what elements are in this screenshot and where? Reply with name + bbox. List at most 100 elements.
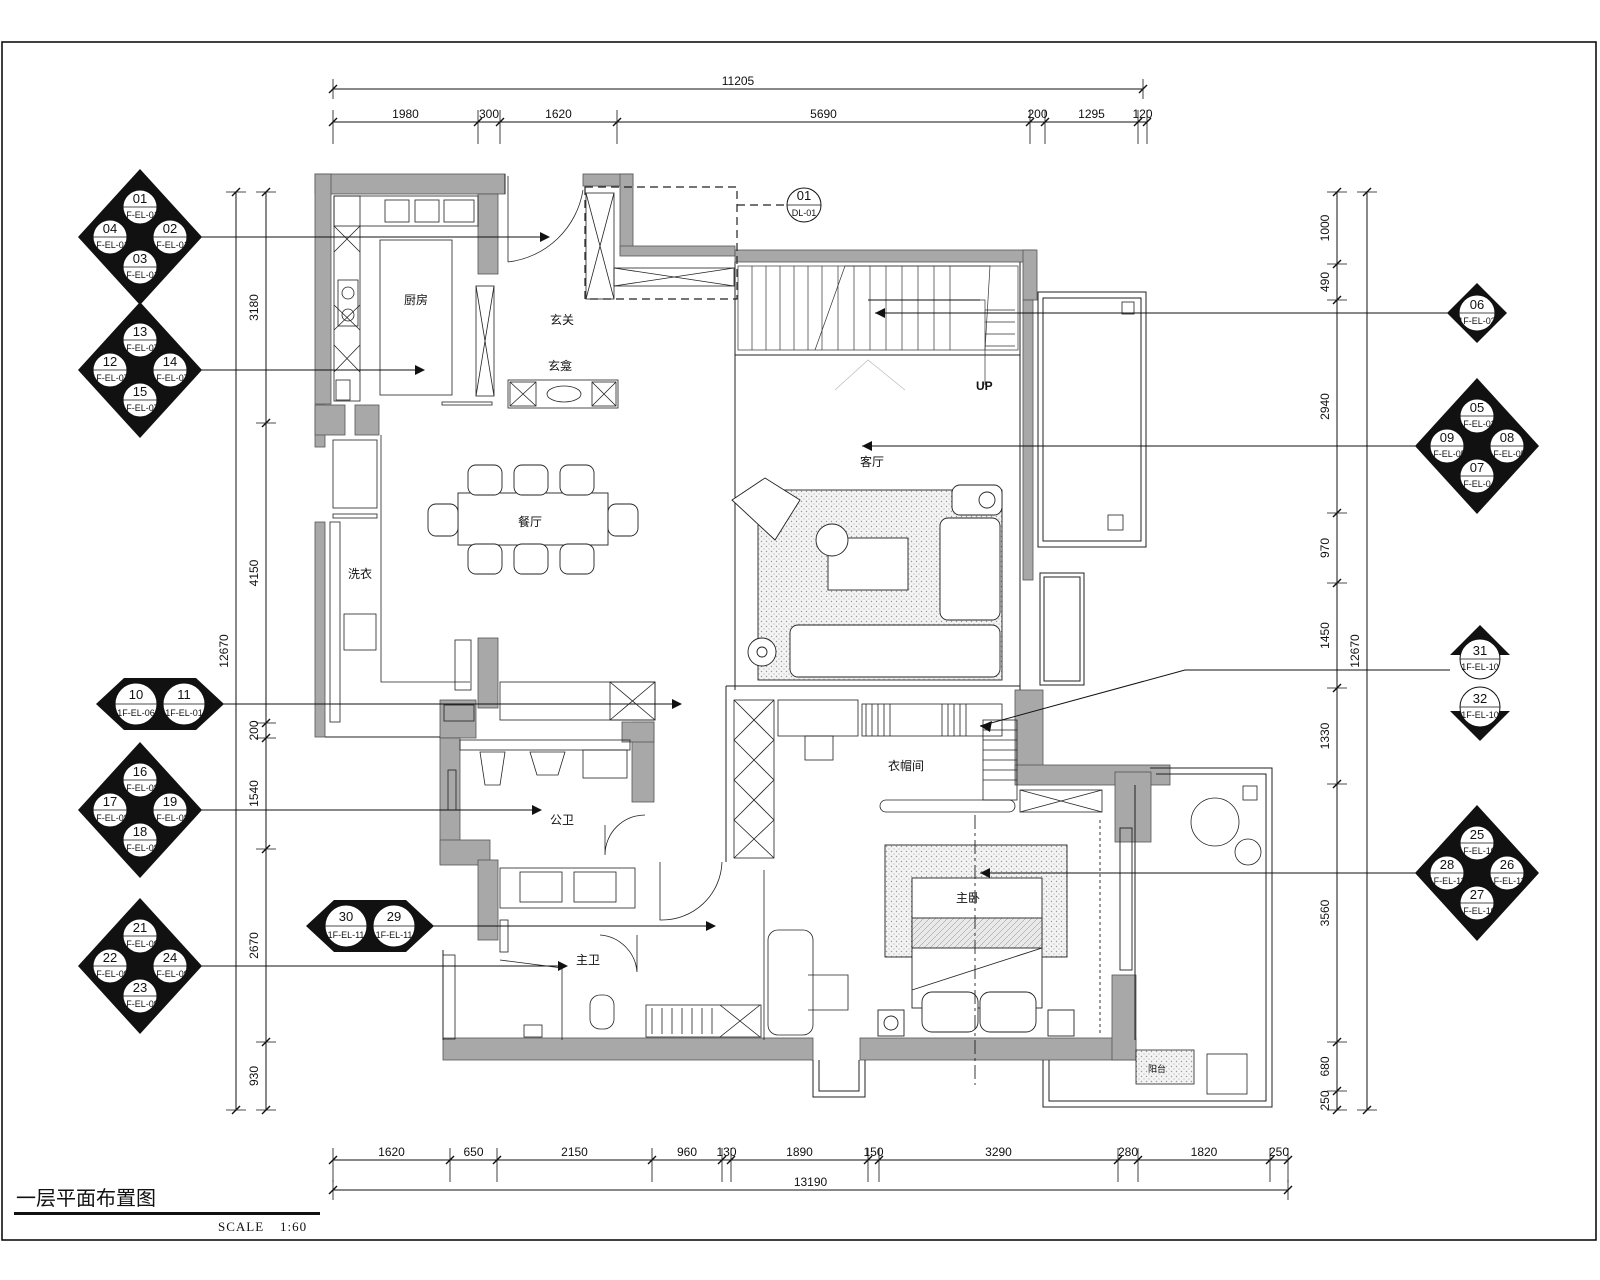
tag-ref: 1F-EL-08	[121, 843, 159, 853]
corridor-door	[659, 861, 849, 1040]
bottom-dim-label: 280	[1118, 1145, 1138, 1159]
right-total-dim-label: 12670	[1348, 634, 1362, 668]
room-label-guest-bath: 公卫	[550, 813, 574, 827]
room-label-laundry: 洗衣	[348, 566, 372, 581]
stair-dashed-outline	[584, 186, 738, 300]
right-dim-label: 970	[1318, 538, 1332, 558]
right-total-dim: 12670	[1348, 187, 1377, 1115]
bottom-dim-label: 3290	[985, 1145, 1012, 1159]
right-dim-label: 680	[1318, 1056, 1332, 1076]
guest-bath-fixtures	[447, 739, 646, 856]
tag-ref: 1F-EL-01	[165, 708, 203, 718]
right-dim-label: 250	[1318, 1090, 1332, 1110]
bottom-dim-label: 250	[1269, 1145, 1289, 1159]
tag-ref: 1F-EL-02	[1458, 419, 1496, 429]
tag-num: 08	[1500, 430, 1514, 445]
drawing-frame	[1, 41, 1597, 1241]
tag-ref: 1F-EL-07	[121, 403, 159, 413]
top-dim-label: 1295	[1078, 107, 1105, 121]
tag-num: 32	[1473, 691, 1487, 706]
tag-num: 13	[133, 324, 147, 339]
tag-num: 26	[1500, 857, 1514, 872]
tag-num: 06	[1470, 297, 1484, 312]
balcony-fixtures	[1107, 301, 1262, 1095]
room-outlines	[325, 174, 1273, 1108]
tag-ref: 1F-EL-10	[1458, 906, 1496, 916]
tag-ref: 1F-EL-01	[151, 240, 189, 250]
master-bath-fixtures	[442, 867, 762, 1040]
tag-num: 16	[133, 764, 147, 779]
tag-num: 27	[1470, 887, 1484, 902]
tag-num: 18	[133, 824, 147, 839]
laundry-fixtures	[329, 435, 656, 723]
master-bed-furniture	[877, 815, 1133, 1085]
scale-value: 1:60	[280, 1219, 307, 1234]
tag-ref: 1F-EL-07	[91, 373, 129, 383]
tag-ref: 1F-EL-10	[1461, 662, 1499, 672]
tag-num: 07	[1470, 460, 1484, 475]
drawing-title: 一层平面布置图	[16, 1186, 156, 1210]
tag-ref: 1F-EL-11	[1489, 876, 1526, 886]
right-dim-label: 2940	[1318, 393, 1332, 420]
bottom-total-dim: 13190	[328, 1175, 1293, 1200]
tag-num: 25	[1470, 827, 1484, 842]
tag-ref: 1F-EL-04	[1458, 479, 1496, 489]
left-dim-label: 930	[247, 1066, 261, 1086]
room-label-foyer-cabinet: 玄龛	[548, 358, 572, 373]
tag-ref: 1F-EL-03	[1458, 316, 1496, 326]
tag-num: 03	[133, 251, 147, 266]
tag-num: 11	[177, 687, 191, 702]
closet-fixtures	[733, 699, 1103, 859]
tag-num: 28	[1440, 857, 1454, 872]
bottom-dim-label: 1820	[1191, 1145, 1218, 1159]
room-label-kitchen: 厨房	[404, 292, 428, 307]
left-total-dim: 12670	[217, 187, 246, 1115]
tag-num: 17	[103, 794, 117, 809]
scale-label: SCALE	[218, 1219, 264, 1234]
tag-leaders	[190, 236, 1452, 967]
tag-ref: 1F-EL-07	[121, 343, 159, 353]
top-dim-label: 200	[1027, 107, 1047, 121]
walls	[314, 173, 1171, 1061]
tag-num: 15	[133, 384, 147, 399]
right-dim-label: 3560	[1318, 899, 1332, 926]
tag-ref: 1F-EL-09	[121, 939, 159, 949]
top-total-dim: 11205	[328, 74, 1148, 99]
tag-num: 19	[163, 794, 177, 809]
drawing-title-block: 一层平面布置图 SCALE 1:60	[14, 1186, 320, 1234]
stair-up-label: UP	[976, 379, 993, 393]
tag-ref: 1F-EL-01	[121, 270, 159, 280]
room-labels: 厨房 玄关 玄龛 餐厅 客厅 洗衣 公卫 主卫 衣帽间 主卧 UP 阳台	[348, 292, 1166, 1074]
bottom-dim-label: 960	[677, 1145, 697, 1159]
tag-ref: 1F-EL-10	[1458, 846, 1496, 856]
right-dim-label: 490	[1318, 272, 1332, 292]
room-label-balcony: 阳台	[1148, 1063, 1166, 1074]
tag-ref: 1F-EL-09	[151, 969, 189, 979]
tag-ref: 1F-EL-05	[1428, 449, 1466, 459]
tag-ref: 1F-EL-01	[91, 240, 129, 250]
tag-num: 23	[133, 980, 147, 995]
tag-ref: 1F-EL-06	[117, 708, 155, 718]
room-label-closet: 衣帽间	[888, 758, 924, 773]
tag-num: 21	[133, 920, 147, 935]
bottom-dim-label: 1890	[786, 1145, 813, 1159]
tag-ref: 1F-EL-08	[151, 813, 189, 823]
living-furniture	[731, 477, 1003, 681]
tag-num: 30	[339, 909, 353, 924]
top-dim-label: 300	[479, 107, 499, 121]
top-total-dim-label: 11205	[722, 74, 755, 88]
tag-num: 05	[1470, 400, 1484, 415]
foyer-door	[441, 176, 735, 409]
room-label-dining: 餐厅	[518, 514, 542, 529]
tag-num: 22	[103, 950, 117, 965]
room-label-foyer: 玄关	[550, 312, 574, 327]
